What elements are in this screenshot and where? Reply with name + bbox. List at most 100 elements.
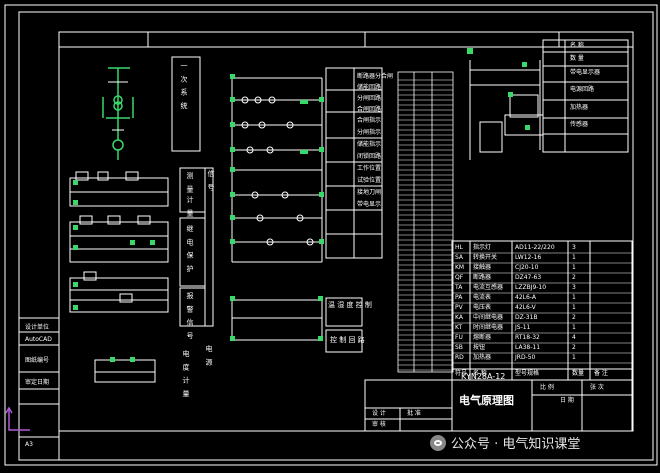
control-label: 储能指示	[357, 141, 382, 148]
parts-cell: SB	[455, 344, 463, 351]
parts-header-cell: 符号	[455, 370, 468, 377]
control-label: 断路器分合闸	[357, 73, 394, 80]
parts-cell: 3	[572, 284, 576, 291]
parts-cell: 42L6-V	[515, 304, 536, 311]
right-label: 带电显示器	[570, 69, 601, 76]
control-label: 接地刀闸	[357, 189, 382, 196]
section-power-label: 电 源	[205, 345, 213, 368]
parts-cell: 1	[572, 354, 576, 361]
measure-circuits	[69, 167, 214, 327]
parts-header-cell: 数量	[572, 370, 585, 377]
primary-circuit	[102, 67, 134, 160]
title-date-label: 日 期	[560, 397, 574, 404]
parts-cell: 时间继电器	[473, 324, 504, 331]
parts-cell: KT	[455, 324, 463, 331]
left-block-date: 审定日期	[25, 379, 50, 386]
parts-cell: KM	[455, 264, 465, 271]
section-meter-label: 计 量	[186, 196, 194, 219]
parts-cell: 按钮	[473, 344, 486, 351]
right-label: 电源回路	[570, 86, 595, 93]
parts-cell: 指示灯	[473, 244, 492, 251]
parts-cell: LZZBJ9-10	[515, 284, 547, 291]
title-sheet-label: 张 次	[590, 384, 604, 391]
section-heater-label: 温 湿 度 控 制	[328, 301, 372, 309]
parts-cell: 转换开关	[473, 254, 498, 261]
title-design-label: 设 计	[372, 410, 386, 417]
parts-cell: PA	[455, 294, 463, 301]
parts-cell: 断路器	[473, 274, 492, 281]
lower-circuits	[94, 297, 363, 383]
parts-cell: 1	[572, 294, 576, 301]
parts-cell: 2	[572, 314, 576, 321]
parts-cell: 42L6-A	[515, 294, 536, 301]
left-block-software: AutoCAD	[25, 336, 52, 343]
title-approve-label: 批 准	[407, 410, 421, 417]
parts-cell: 1	[572, 304, 576, 311]
parts-cell: QF	[455, 274, 464, 281]
drawing-model: KYN28A-12	[461, 372, 506, 381]
left-block-design-unit: 设计单位	[25, 324, 50, 331]
parts-cell: 4	[572, 334, 576, 341]
parts-cell: 电压表	[473, 304, 492, 311]
title-block-frame	[364, 379, 633, 432]
control-label: 合闸指示	[357, 117, 382, 124]
parts-cell: 接触器	[473, 264, 492, 271]
parts-header-cell: 备 注	[594, 370, 608, 377]
control-label: 试验位置	[357, 177, 382, 184]
watermark: 公众号 · 电气知识课堂	[430, 433, 580, 452]
parts-cell: DZ47-63	[515, 274, 542, 281]
section-alarm-label: 报 警 信 号	[186, 292, 194, 341]
parts-cell: CJ20-10	[515, 264, 539, 271]
wechat-icon	[430, 434, 446, 451]
right-label: 数 量	[570, 55, 584, 62]
parts-cell: 3	[572, 244, 576, 251]
terminal-strip	[397, 71, 454, 373]
parts-cell: 加热器	[473, 354, 492, 361]
control-label: 合闸回路	[357, 106, 382, 113]
right-label: 传感器	[570, 121, 589, 128]
parts-cell: KA	[455, 314, 463, 321]
control-label: 分闸指示	[357, 129, 382, 136]
title-check-label: 审 核	[372, 421, 386, 428]
parts-cell: DZ-31B	[515, 314, 538, 321]
parts-header-cell: 名 称	[473, 370, 487, 377]
title-scale-label: 比 例	[540, 384, 554, 391]
right-label: 加热器	[570, 104, 589, 111]
control-label: 带电显示	[357, 201, 382, 208]
parts-cell: SA	[455, 254, 464, 261]
left-block-drawing-no: 图纸编号	[25, 357, 50, 364]
left-block-sheet-size: A3	[25, 441, 33, 448]
parts-cell: TA	[455, 284, 463, 291]
parts-header-cell: 型号规格	[515, 370, 540, 377]
right-upper-circuit	[469, 39, 629, 160]
section-control-label: 控 制 回 路	[330, 336, 365, 344]
parts-cell: HL	[455, 244, 463, 251]
section-primary-label: 一 次 系 统	[180, 62, 188, 111]
section-measure-label: 测 量	[186, 172, 194, 195]
section-relay-label: 继 电 保 护	[186, 225, 194, 274]
parts-cell: 1	[572, 324, 576, 331]
parts-cell: RT18-32	[515, 334, 540, 341]
parts-cell: 电流互感器	[473, 284, 504, 291]
drawing-title: 电气原理图	[459, 394, 514, 407]
right-label: 名 称	[570, 42, 584, 49]
parts-cell: 中间继电器	[473, 314, 504, 321]
parts-cell: 熔断器	[473, 334, 492, 341]
parts-cell: PV	[455, 304, 463, 311]
section-signal-label: 信 号	[207, 170, 215, 193]
control-label: 闭锁回路	[357, 153, 382, 160]
parts-cell: 1	[572, 264, 576, 271]
parts-cell: 1	[572, 254, 576, 261]
parts-cell: RD	[455, 354, 464, 361]
parts-cell: 2	[572, 274, 576, 281]
control-label: 储能回路	[357, 84, 382, 91]
parts-cell: JS-11	[515, 324, 531, 331]
watermark-text: 公众号 · 电气知识课堂	[451, 437, 581, 452]
parts-cell: 2	[572, 344, 576, 351]
parts-cell: JRD-50	[515, 354, 536, 361]
parts-cell: AD11-22/220	[515, 244, 555, 251]
parts-cell: LA38-11	[515, 344, 541, 351]
parts-cell: 电流表	[473, 294, 492, 301]
